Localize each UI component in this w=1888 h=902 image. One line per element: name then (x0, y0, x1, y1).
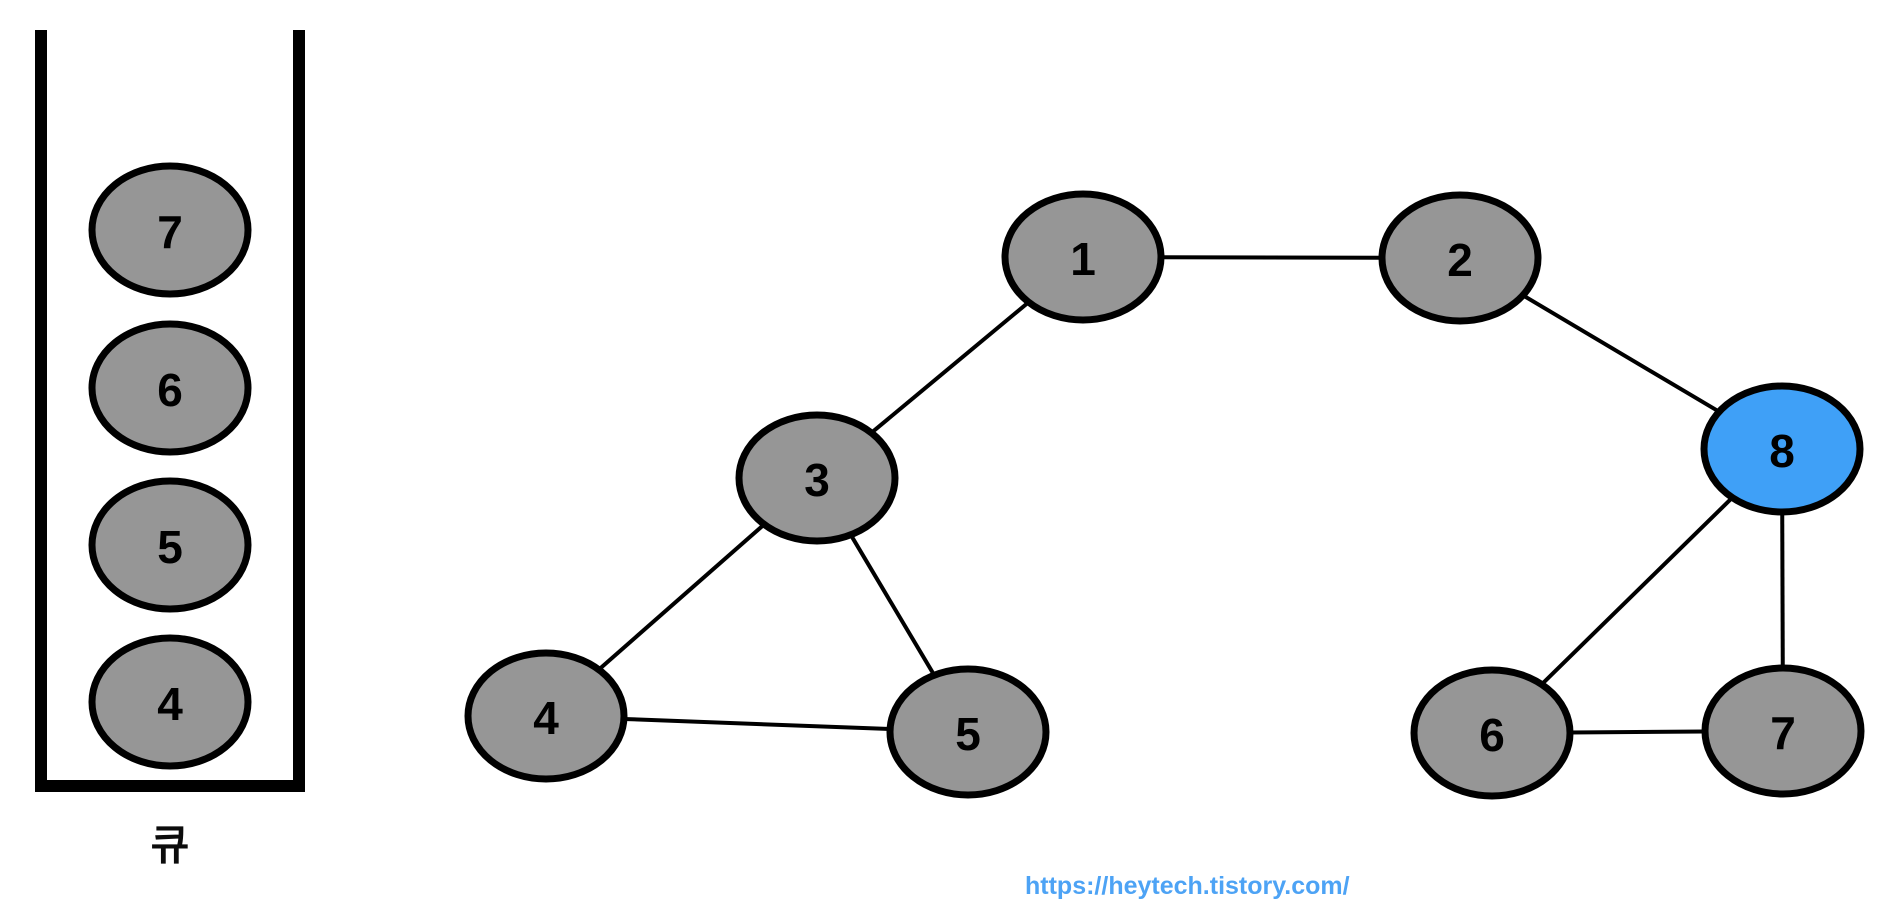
queue-item[interactable]: 4 (88, 634, 252, 770)
queue-caption: 큐 (151, 822, 190, 869)
graph-edge-6-7 (1569, 729, 1706, 735)
queue-item-circle (88, 162, 252, 298)
graph-node-circle (464, 649, 628, 783)
graph-node-circle (886, 665, 1050, 799)
graph-edge-1-2 (1160, 255, 1383, 260)
queue-right-wall (293, 30, 305, 792)
graph-node-circle (1410, 666, 1574, 800)
graph-edge-4-5 (623, 716, 891, 732)
graph-node-label: 3 (804, 454, 830, 506)
queue-bottom-wall (35, 780, 305, 792)
queue-item-circle (88, 477, 252, 613)
graph-node-label: 1 (1070, 233, 1096, 285)
queue-item-label: 7 (157, 206, 183, 258)
graph-node-label: 8 (1769, 425, 1795, 477)
graph-edge-3-5 (849, 533, 936, 677)
graph-node-8[interactable]: 8 (1700, 382, 1864, 516)
queue-item-circle (88, 634, 252, 770)
queue-items: 7 6 5 4 (88, 162, 252, 770)
queue-container (35, 30, 305, 792)
graph-node-circle (1701, 664, 1865, 798)
graph-node-4[interactable]: 4 (464, 649, 628, 783)
queue-item-circle (88, 320, 252, 456)
queue-item-label: 5 (157, 521, 183, 573)
graph-edge-2-8 (1521, 293, 1721, 414)
graph-node-7[interactable]: 7 (1701, 664, 1865, 798)
graph-nodes: 1 2 3 4 5 6 7 8 (464, 190, 1865, 800)
graph-node-label: 4 (533, 692, 559, 744)
graph-node-5[interactable]: 5 (886, 665, 1050, 799)
queue-item[interactable]: 6 (88, 320, 252, 456)
graph-node-6[interactable]: 6 (1410, 666, 1574, 800)
graph-node-label: 7 (1770, 707, 1796, 759)
graph-edge-8-6 (1540, 496, 1734, 686)
graph-node-circle (1700, 382, 1864, 516)
queue-item-label: 4 (157, 678, 183, 730)
graph-node-label: 2 (1447, 234, 1473, 286)
graph-node-2[interactable]: 2 (1378, 191, 1542, 325)
graph-node-circle (1378, 191, 1542, 325)
queue-item-label: 6 (157, 364, 183, 416)
queue-item[interactable]: 5 (88, 477, 252, 613)
graph-node-1[interactable]: 1 (1001, 190, 1165, 324)
queue-left-wall (35, 30, 47, 792)
graph-edge-1-3 (870, 300, 1030, 435)
graph-node-circle (1001, 190, 1165, 324)
graph-node-3[interactable]: 3 (735, 411, 899, 545)
queue-item[interactable]: 7 (88, 162, 252, 298)
watermark-url: https://heytech.tistory.com/ (1025, 872, 1350, 900)
graph-node-label: 6 (1479, 709, 1505, 761)
graph-edge-8-7 (1780, 511, 1785, 669)
graph-edge-3-4 (597, 522, 766, 672)
graph-edges (597, 255, 1785, 735)
graph-node-circle (735, 411, 899, 545)
graph-node-label: 5 (955, 708, 981, 760)
